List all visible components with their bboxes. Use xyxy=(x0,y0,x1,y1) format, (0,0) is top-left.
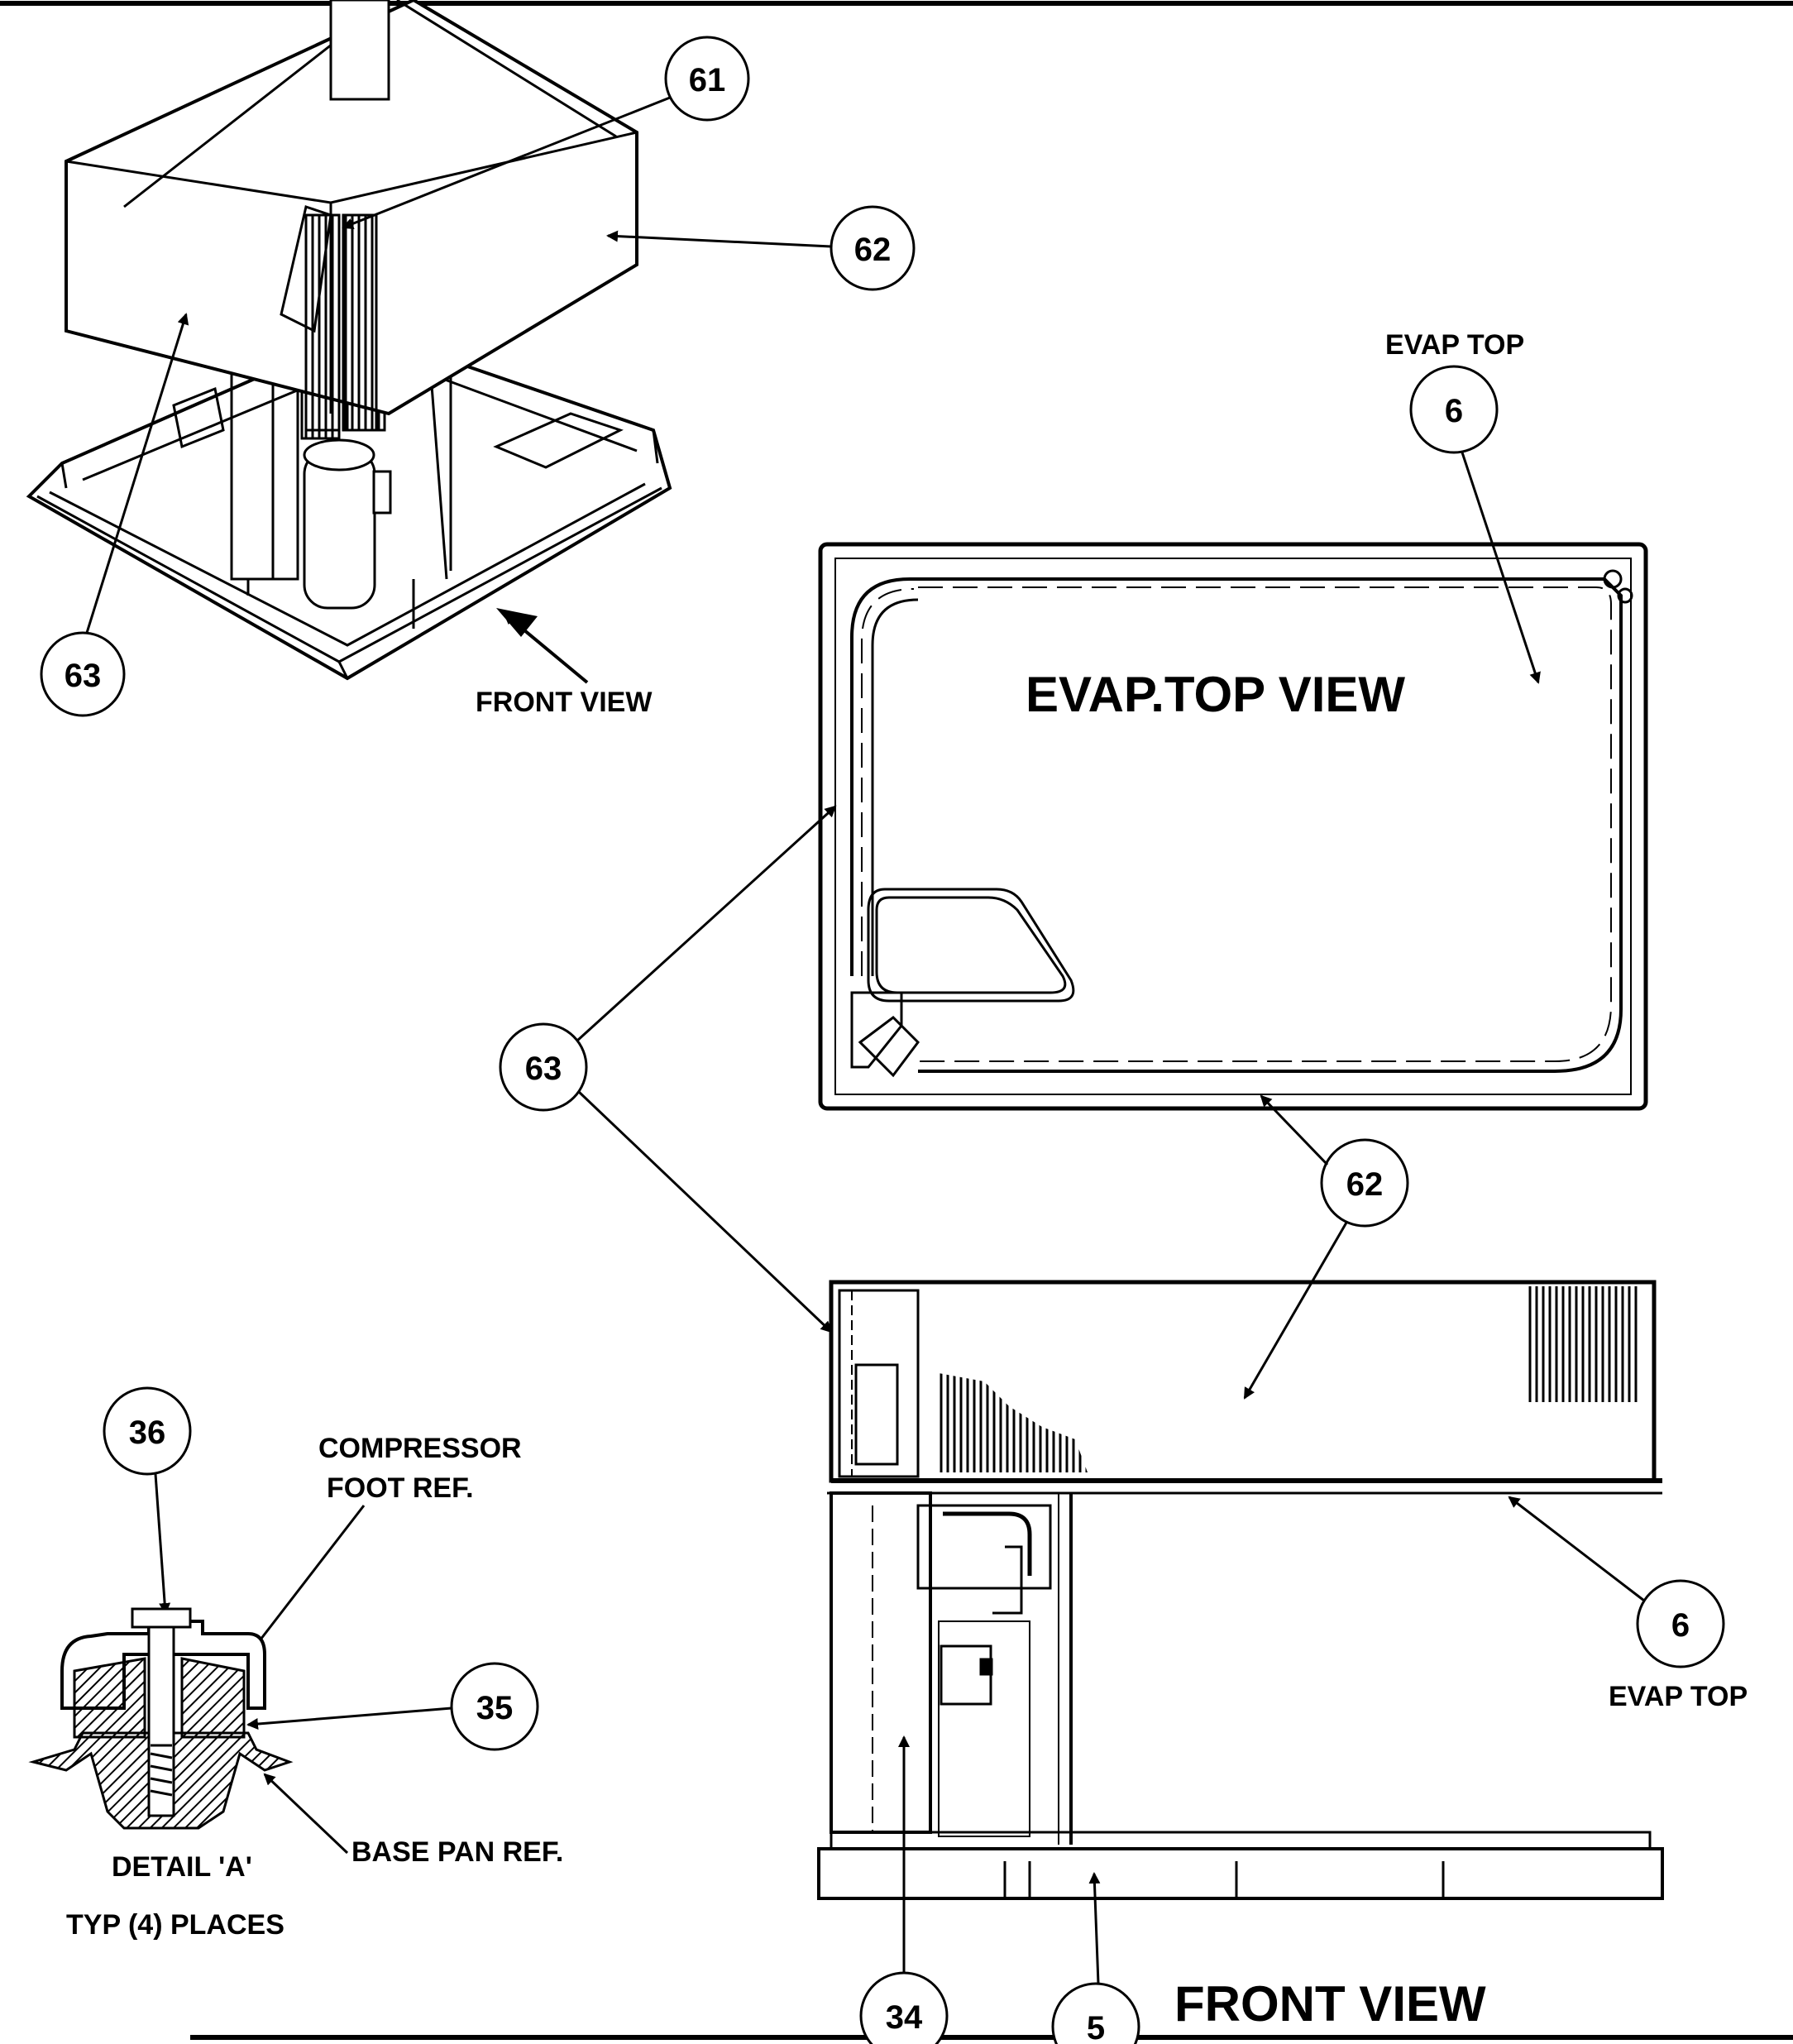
callout-6-top: 6 xyxy=(1409,365,1541,684)
evap-top-upper-label: EVAP TOP xyxy=(1385,329,1524,361)
callout-63-top: 63 xyxy=(40,313,189,717)
svg-text:6: 6 xyxy=(1671,1607,1690,1644)
front-view-small-label: FRONT VIEW xyxy=(476,687,653,718)
base-pan-ref-label: BASE PAN REF. xyxy=(351,1836,563,1868)
svg-text:36: 36 xyxy=(129,1415,166,1451)
evap-top-lower-label: EVAP TOP xyxy=(1609,1681,1748,1712)
callout-62-top: 62 xyxy=(606,205,916,291)
svg-text:6: 6 xyxy=(1445,393,1463,429)
svg-text:5: 5 xyxy=(1087,2010,1105,2044)
detail-a-drawing xyxy=(28,1607,294,1830)
callout-63-mid: 63 xyxy=(499,805,837,1333)
callout-35: 35 xyxy=(246,1662,539,1751)
isometric-unit-drawing xyxy=(26,0,672,681)
typ-places-label: TYP (4) PLACES xyxy=(66,1909,284,1941)
svg-text:61: 61 xyxy=(689,62,726,98)
front-view-large-label: FRONT VIEW xyxy=(1174,1976,1486,2032)
compressor-foot-ref-label-1: COMPRESSOR xyxy=(318,1433,522,1464)
callout-5: 5 xyxy=(1051,1872,1140,2044)
svg-text:34: 34 xyxy=(886,1999,923,2036)
callout-34: 34 xyxy=(859,1735,949,2044)
svg-text:63: 63 xyxy=(525,1051,562,1087)
callout-36: 36 xyxy=(103,1386,192,1615)
front-view-drawing xyxy=(817,1280,1664,1900)
compressor-foot-arrow xyxy=(251,1505,366,1652)
compressor-foot-ref-label-2: FOOT REF. xyxy=(327,1472,474,1504)
evap-top-view-title: EVAP.TOP VIEW xyxy=(1026,667,1405,722)
svg-text:63: 63 xyxy=(65,658,102,694)
svg-text:62: 62 xyxy=(854,232,892,268)
evap-top-view-drawing xyxy=(818,542,1648,1111)
callout-62-mid: 62 xyxy=(1243,1094,1409,1400)
svg-text:62: 62 xyxy=(1346,1166,1384,1203)
svg-text:35: 35 xyxy=(476,1690,514,1726)
front-view-arrow xyxy=(496,608,589,684)
base-pan-arrow xyxy=(263,1773,349,1855)
detail-a-label: DETAIL 'A' xyxy=(112,1851,252,1883)
callout-6-bottom: 6 xyxy=(1508,1496,1725,1668)
callout-61: 61 xyxy=(342,36,750,230)
